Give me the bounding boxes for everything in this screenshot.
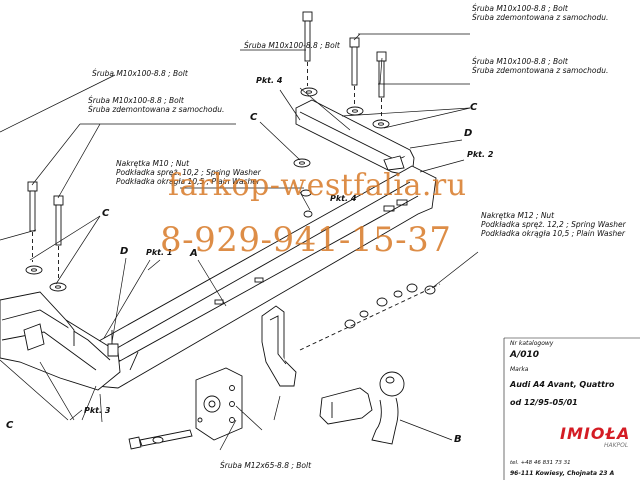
label-bolt-right-a: Śruba M10x100-8.8 ; Bolt: [472, 57, 568, 66]
beam-slots: [214, 199, 408, 305]
logo: IMIOŁA: [560, 424, 631, 443]
letter-c-left: C: [102, 208, 110, 219]
label-washer-spring-10: Podkładka spręż. 10,2 ; Spring Washer: [116, 168, 261, 177]
company-address: 96-111 Kowiesy, Chojnata 23 A: [510, 470, 615, 477]
label-bolt-top-right-b: Śruba zdemontowana z samochodu.: [472, 13, 609, 22]
bolt-top-center: [302, 11, 313, 86]
letter-d-left: D: [120, 246, 129, 257]
socket-bracket: [195, 367, 243, 441]
brand-label: Marka: [510, 366, 529, 373]
label-bolt-right-b: Śruba zdemontowana z samochodu.: [472, 66, 609, 75]
nuts-washers-right: [299, 283, 441, 351]
letter-c-upper: C: [250, 112, 258, 123]
model: Audi A4 Avant, Quattro: [510, 380, 615, 389]
label-washer-plain-12: Podkładka okrągła 10,5 ; Plain Washer: [481, 229, 625, 238]
letter-b: B: [454, 434, 462, 445]
letter-c-top-right: C: [470, 102, 478, 113]
letter-d-right: D: [464, 128, 473, 139]
tow-ball: [319, 371, 405, 445]
company-phone: tel. +48 46 831 73 31: [510, 460, 571, 466]
label-bolt-left-2a: Śruba M10x100-8.8 ; Bolt: [88, 96, 184, 105]
main-cross-beam: [89, 165, 437, 389]
label-bolt-m12: Śruba M12x65-8.8 ; Bolt: [220, 461, 312, 470]
info-box: [503, 337, 640, 480]
label-bolt-left-1: Śruba M10x100-8.8 ; Bolt: [92, 69, 188, 78]
bolt-left-1: [25, 181, 43, 275]
side-bracket-right: [295, 99, 415, 177]
watermark-site: farkop-westfalia.ru: [168, 168, 467, 203]
bolt-m12: [128, 429, 193, 450]
leader-lines: [0, 33, 479, 451]
date-range: od 12/95-05/01: [510, 398, 578, 407]
bolt-top-right-1: [349, 37, 360, 112]
catalog-number: A/010: [510, 350, 540, 360]
side-bracket-left: [0, 291, 121, 391]
label-bolt-left-2b: Śruba zdemontowana z samochodu.: [88, 105, 225, 114]
washers-top: [293, 87, 390, 218]
label-nut-m12: Nakrętka M12 ; Nut: [481, 211, 555, 220]
label-nut-m10: Nakrętka M10 ; Nut: [116, 159, 190, 168]
logo-sub: HAKPOL: [604, 442, 629, 449]
label-bolt-top: Śruba M10x100-8.8 ; Bolt: [244, 41, 340, 50]
watermark-phone: 8-929-941-15-37: [160, 220, 452, 260]
catalog-label: Nr katalogowy: [510, 340, 554, 347]
hitch-mount-plate: [261, 305, 297, 387]
pkt-3: Pkt. 3: [84, 406, 111, 415]
label-washer-plain-10: Podkładka okrągła 10,5 ; Plain Washer: [116, 177, 260, 186]
pkt-2: Pkt. 2: [467, 150, 494, 159]
label-bolt-top-right-a: Śruba M10x100-8.8 ; Bolt: [472, 4, 568, 13]
pkt-4-mid: Pkt. 4: [330, 194, 357, 203]
pkt-1: Pkt. 1: [146, 248, 173, 257]
bolt-left-2: [49, 195, 67, 292]
label-washer-spring-12: Podkładka spręż. 12,2 ; Spring Washer: [481, 220, 626, 229]
letter-c-bottom-left: C: [6, 420, 14, 431]
letter-a: A: [190, 248, 198, 259]
pkt-4-top: Pkt. 4: [256, 76, 283, 85]
